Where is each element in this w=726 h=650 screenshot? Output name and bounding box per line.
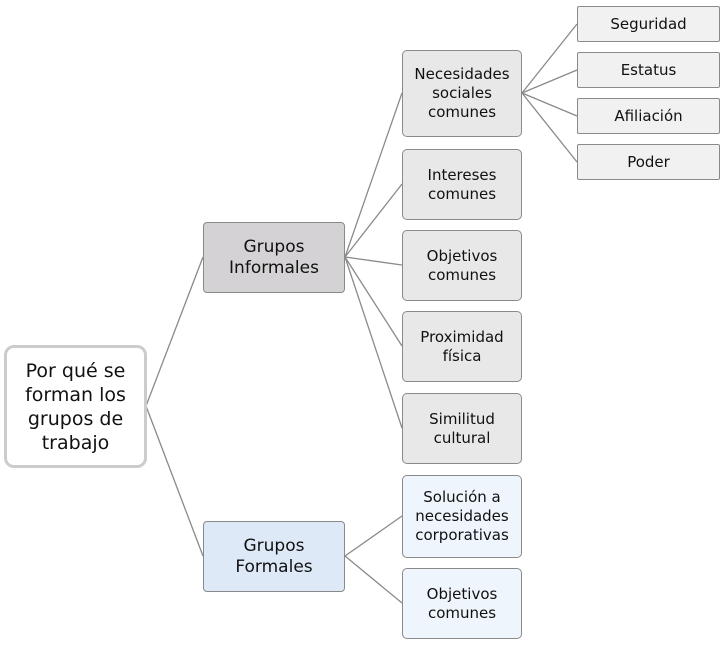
common-goals-informal-node[interactable]: Objetivos comunes xyxy=(402,230,522,301)
connector-formal-solution xyxy=(344,515,403,557)
cultural-similarity-node[interactable]: Similitud cultural xyxy=(402,393,522,464)
corporate-needs-node[interactable]: Solución a necesidades corporativas xyxy=(402,475,522,558)
informal-groups-node[interactable]: Grupos Informales xyxy=(203,222,345,293)
power-node[interactable]: Poder xyxy=(577,144,720,180)
connector-needs-power xyxy=(521,92,578,163)
social-needs-node[interactable]: Necesidades sociales comunes xyxy=(402,50,522,137)
security-node[interactable]: Seguridad xyxy=(577,6,720,42)
connector-informal-proximity xyxy=(344,256,403,347)
connector-formal-goals xyxy=(344,555,403,604)
connector-informal-social-needs xyxy=(344,92,403,258)
physical-proximity-node[interactable]: Proximidad física xyxy=(402,311,522,382)
connector-informal-interests xyxy=(344,183,403,258)
status-node[interactable]: Estatus xyxy=(577,52,720,88)
common-interests-node[interactable]: Intereses comunes xyxy=(402,149,522,220)
connector-needs-status xyxy=(521,69,578,94)
connector-needs-security xyxy=(521,23,578,94)
root-node[interactable]: Por qué se forman los grupos de trabajo xyxy=(4,345,147,468)
connector-informal-culture xyxy=(344,256,403,429)
connector-root-informal xyxy=(145,256,204,407)
affiliation-node[interactable]: Afiliación xyxy=(577,98,720,134)
common-goals-formal-node[interactable]: Objetivos comunes xyxy=(402,568,522,639)
connector-informal-goals xyxy=(344,256,403,266)
formal-groups-node[interactable]: Grupos Formales xyxy=(203,521,345,592)
connector-needs-affiliation xyxy=(521,92,578,117)
connector-root-formal xyxy=(145,405,204,557)
